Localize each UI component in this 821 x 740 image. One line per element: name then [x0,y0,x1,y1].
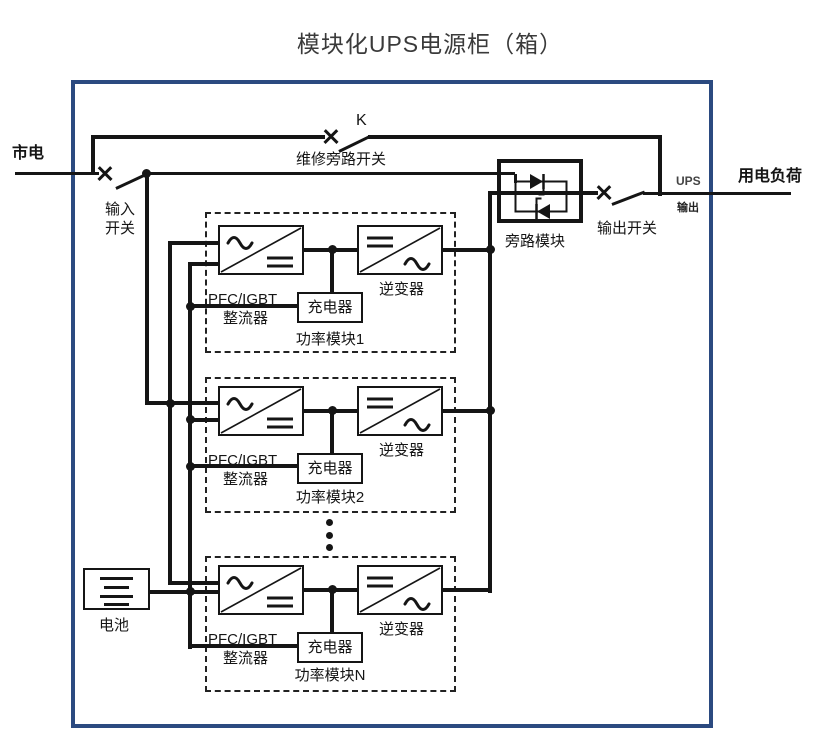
battery-plate-icon [100,595,133,598]
input-switch-label-line2: 开关 [104,220,135,237]
moduleN-inverter-out-wire [443,588,490,592]
inverter1-symbol-icon [357,225,443,275]
module2-charger-vert-wire [330,411,334,453]
charger2-tap-dot [328,406,337,415]
module1-charger-vert-wire [330,250,334,292]
mains-wire [15,172,99,175]
moduleN-pfc-label: PFC/IGBT [208,631,278,648]
inverter1-out-dot [486,245,495,254]
inverter-output-bus [488,191,492,593]
battery-plate-icon [104,603,129,606]
bypass-input-stub [514,174,517,183]
inverterN-symbol-icon [357,565,443,615]
charger1-bus-dot [186,302,195,311]
bypass-scr-pair-icon [514,174,568,219]
inverter2-symbol-icon [357,386,443,436]
module2-pfc-label: PFC/IGBT [208,452,278,469]
ac-distribution-bus [168,241,172,585]
module2-inverter-label: 逆变器 [379,442,425,459]
moduleN-charger-vert-wire [330,590,334,632]
module2-inverter-out-wire [443,409,490,413]
module2-name-label: 功率模块2 [295,489,365,506]
moduleN-inverter-label: 逆变器 [379,621,425,638]
battery-wire [150,590,218,594]
ups-label: UPS [676,174,701,188]
rectifier2-symbol-icon [218,386,304,436]
output-small-label: 输出 [677,202,699,214]
page-title: 模块化UPS电源柜（箱） [296,31,564,57]
chargerN-box [297,632,363,663]
input-switch-label-line1: 输入 [104,201,135,218]
module2-dc-bus-dot [186,415,195,424]
ac-input-bus [145,174,149,405]
ellipsis-dot [326,532,333,539]
bypass-module-label: 旁路模块 [505,233,566,250]
module2-dc-in-wire [188,418,218,422]
module1-name-label: 功率模块1 [295,331,365,348]
charger1-box [297,292,363,323]
maintenance-bypass-wire-left [91,135,325,139]
battery-plate-icon [104,586,129,589]
battery-box [83,568,150,610]
moduleN-name-label: 功率模块N [294,667,366,684]
mains-label: 市电 [12,145,45,162]
moduleN-rectifier-label: 整流器 [223,650,269,667]
power-module-1-box [205,212,456,353]
module1-pfc-label: PFC/IGBT [208,291,278,308]
rectifierN-symbol-icon [218,565,304,615]
bypass-branch-wire [91,135,95,175]
output-switch-label: 输出开关 [597,220,658,237]
module1-inverter-label: 逆变器 [379,281,425,298]
charger2-bus-dot [186,462,195,471]
module2-charger-label: 充电器 [307,460,353,477]
bypass-module-box [497,159,583,223]
maintenance-switch-label: 维修旁路开关 [296,151,387,168]
power-module-n-box [205,556,456,692]
module1-ac-in-wire [168,241,218,245]
chargerN-tap-dot [328,585,337,594]
module1-inverter-out-wire [443,248,490,252]
k-label: K [356,112,367,129]
module1-charger-wire [188,304,297,308]
moduleN-charger-label: 充电器 [307,639,353,656]
rectifier1-symbol-icon [218,225,304,275]
battery-label: 电池 [99,617,130,634]
battery-plate-icon [100,577,133,580]
output-switch-x-icon [596,185,612,201]
load-output-wire [643,192,791,195]
charger1-tap-dot [328,245,337,254]
power-module-2-box [205,377,456,513]
maintenance-bypass-wire-right [368,135,662,139]
module1-dc-in-wire [188,262,218,266]
battery-bus [188,262,192,649]
moduleN-charger-wire [188,644,297,648]
charger2-box [297,453,363,484]
module2-ac-in-wire [145,401,218,405]
module2-rectifier-label: 整流器 [223,471,269,488]
moduleN-ac-in-wire [168,581,218,585]
maintenance-switch-x-icon [323,129,339,145]
input-switch-x-icon [97,166,113,182]
bypass-to-output-wire [658,135,662,196]
cabinet-frame [71,80,713,728]
load-label: 用电负荷 [738,168,803,185]
battery-bus-dot [186,587,195,596]
module2-charger-wire [188,464,297,468]
ac-bus-junction-dot [166,399,175,408]
ellipsis-dot [326,519,333,526]
inverter2-out-dot [486,406,495,415]
module1-rectifier-label: 整流器 [223,310,269,327]
ac-to-bypass-wire [147,172,515,175]
input-switch-label: 输入 开关 [94,200,146,238]
module1-charger-label: 充电器 [307,299,353,316]
ellipsis-dot [326,544,333,551]
